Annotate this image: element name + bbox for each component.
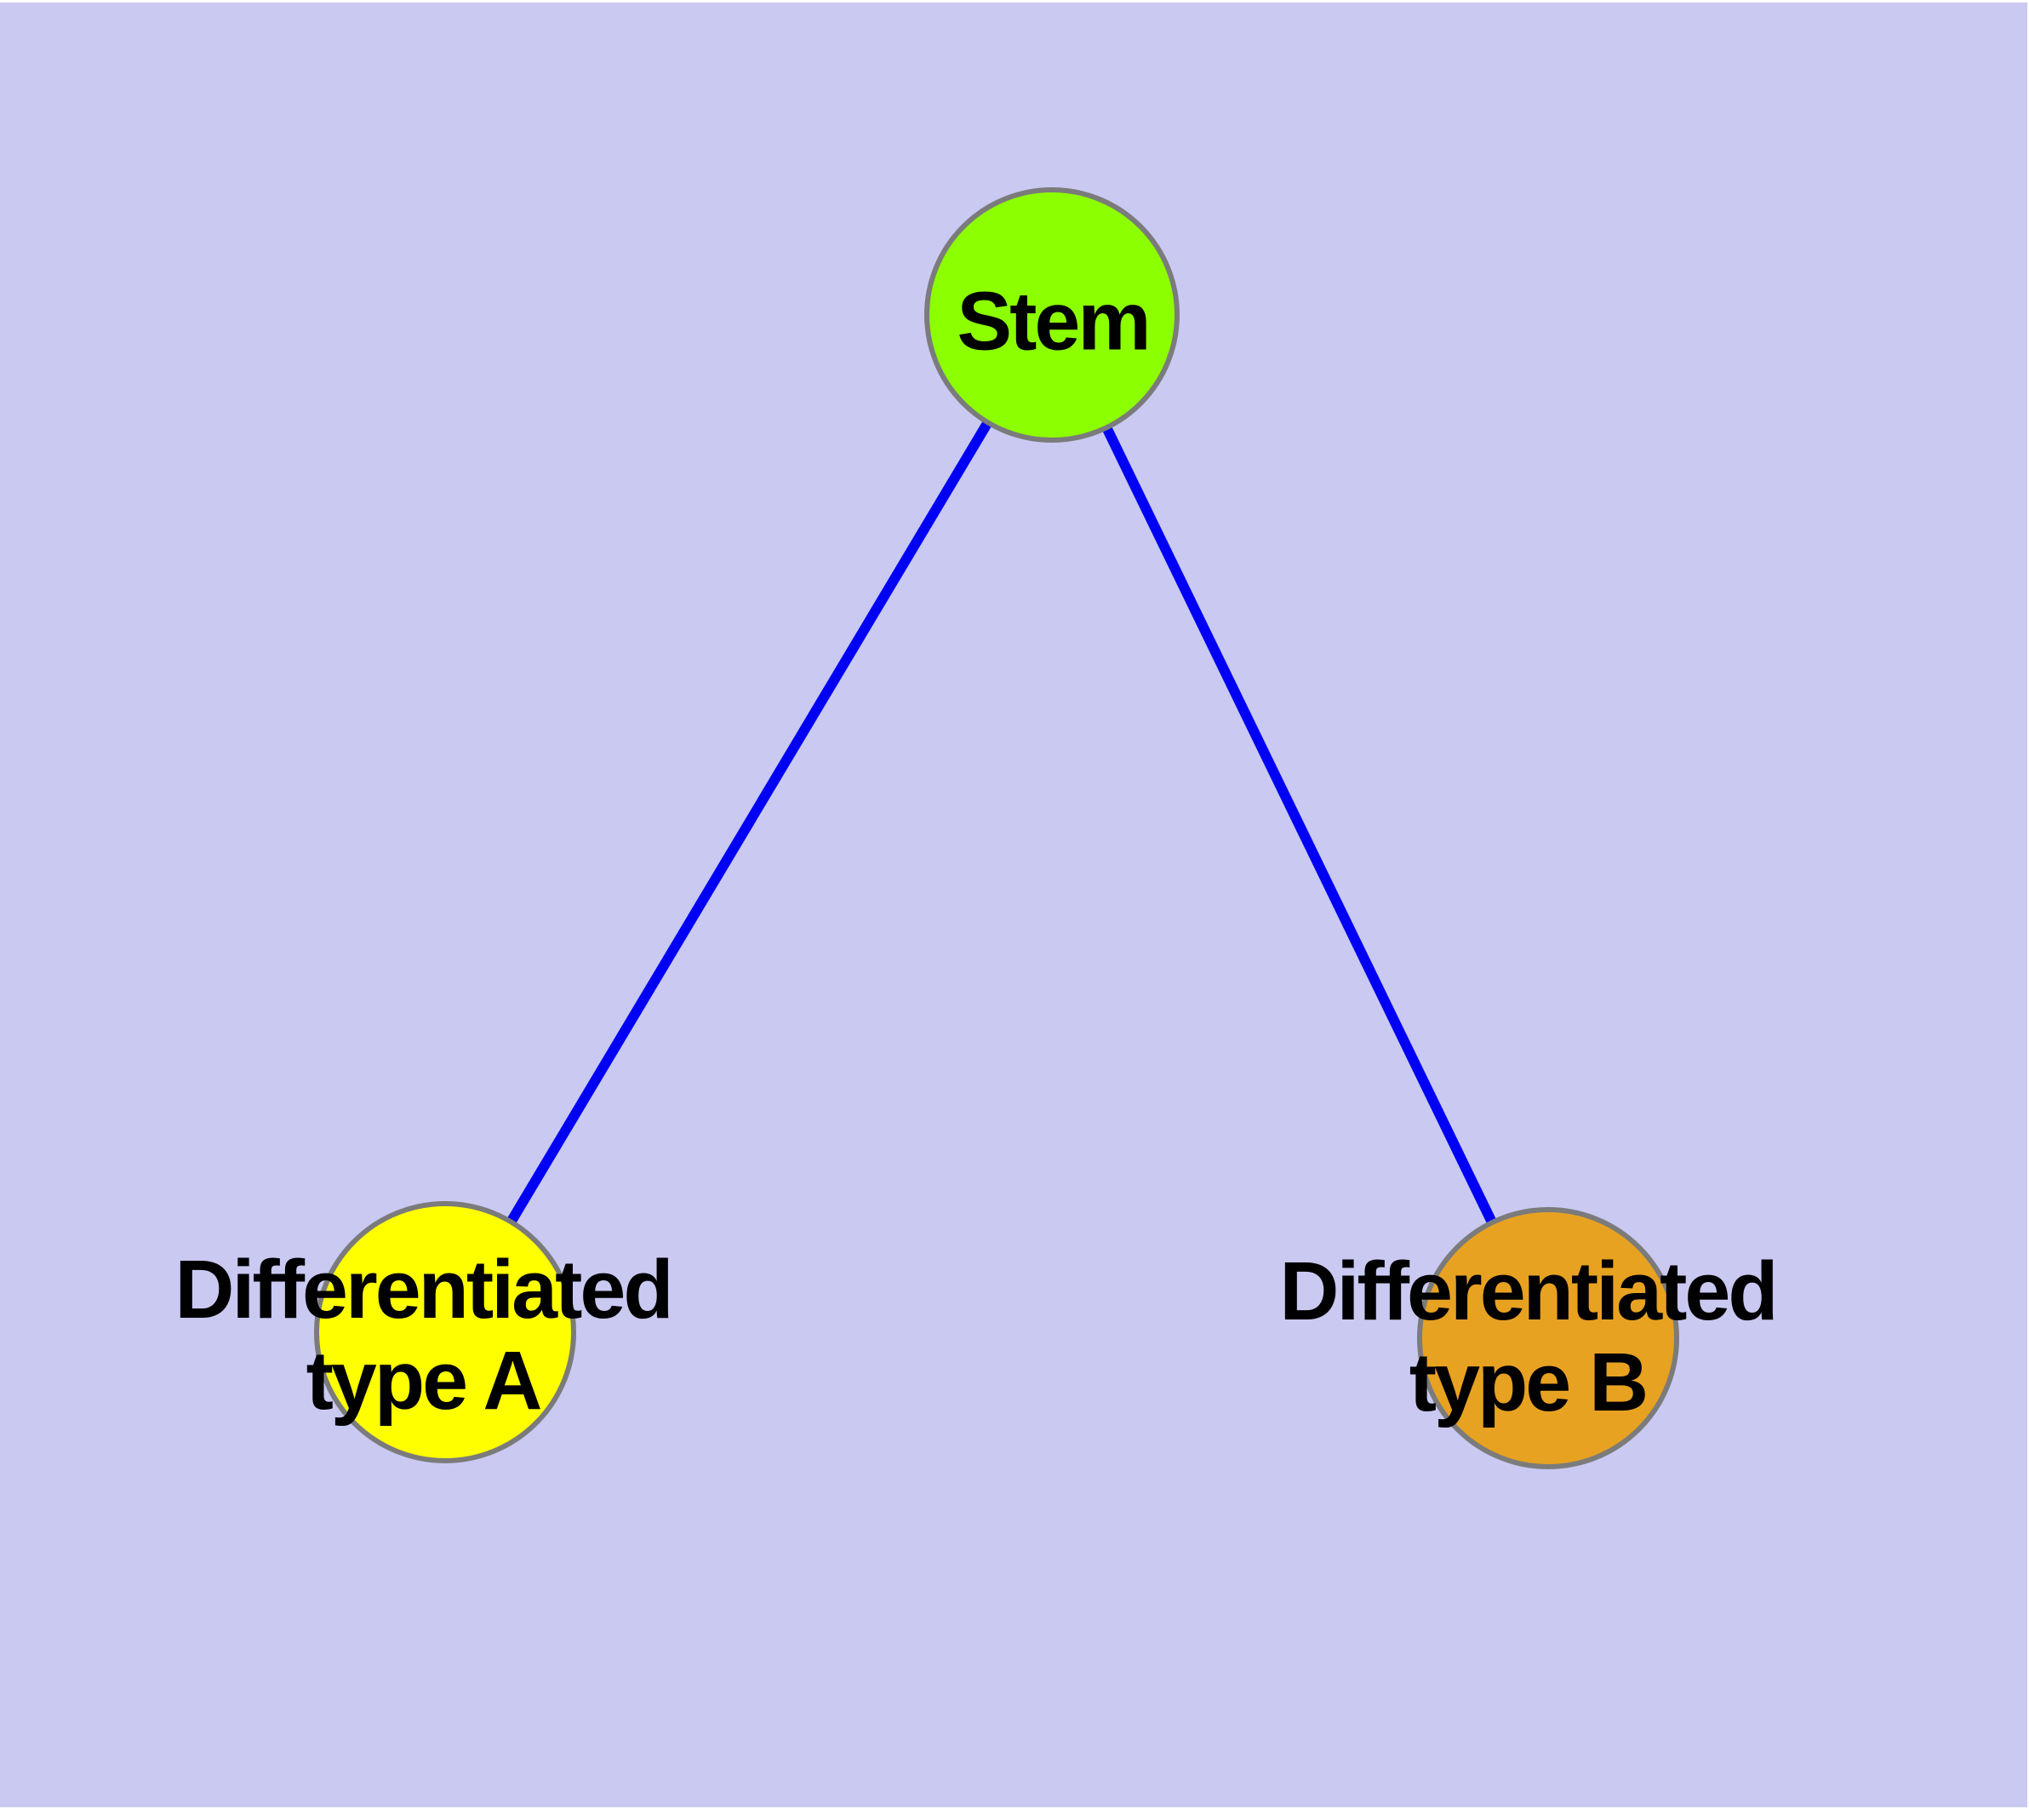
node-stem-circle xyxy=(924,187,1180,443)
node-type-a-label: Differentiated type A xyxy=(174,1243,673,1427)
node-type-b-label: Differentiated type B xyxy=(1279,1245,1778,1428)
node-stem-label-text: Stem xyxy=(957,274,1151,368)
node-stem-label: Stem xyxy=(957,274,1151,368)
node-type-b-circle xyxy=(1417,1207,1679,1469)
node-type-b-label-line2: type B xyxy=(1409,1336,1649,1428)
node-type-a-label-line1: Differentiated xyxy=(174,1243,673,1336)
edge-stem-to-type-b xyxy=(1047,312,1553,1341)
node-type-a-circle xyxy=(314,1201,576,1463)
node-type-b-label-line1: Differentiated xyxy=(1279,1245,1778,1337)
node-type-a-label-line2: type A xyxy=(306,1334,543,1427)
edge-stem-to-type-a xyxy=(440,312,1057,1336)
